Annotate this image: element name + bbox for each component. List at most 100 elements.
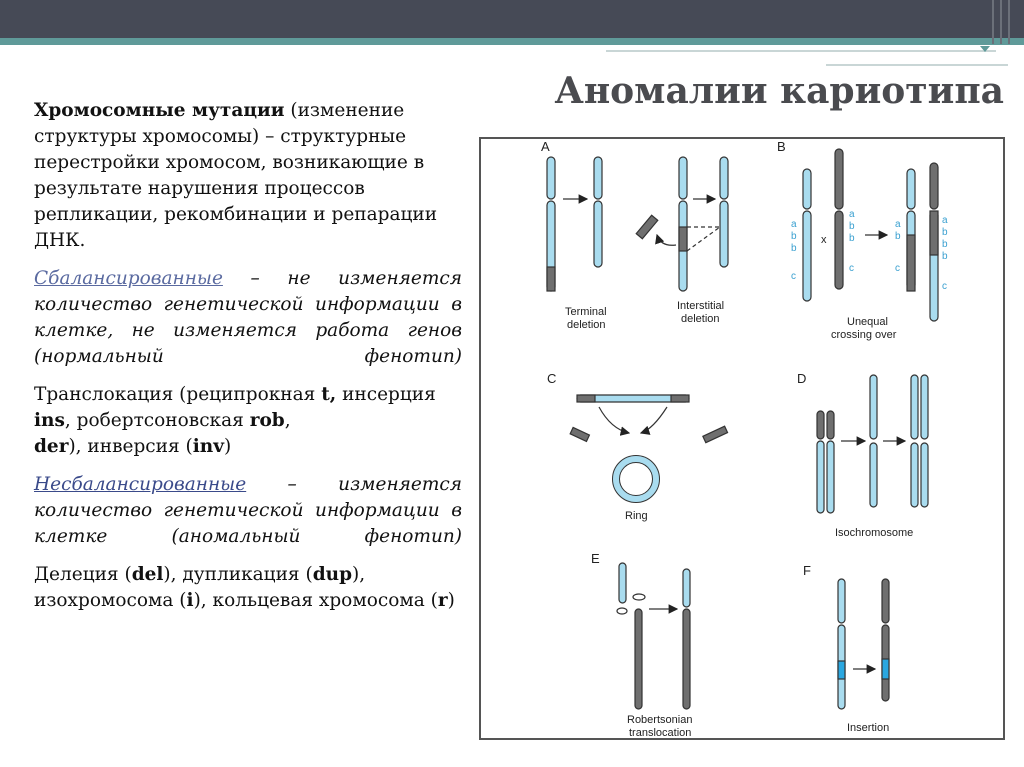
chromosome-arm (720, 157, 728, 199)
chromosome-arm (803, 169, 811, 209)
inserted-segment (882, 659, 889, 679)
segment-label-b: b (895, 231, 901, 242)
code-t: t, (321, 384, 336, 405)
segment-label-a: a (942, 215, 948, 226)
top-banner (0, 0, 1024, 38)
chromosome-segment (671, 395, 689, 402)
code-del: del (132, 564, 164, 585)
caption-deletion: deletion (567, 319, 606, 331)
chromosome-segment (907, 235, 915, 291)
segment-label-b: b (791, 231, 797, 242)
unbalanced-paragraph: Несбалансированные – изменяется количест… (34, 472, 462, 550)
segment-label-b: b (942, 227, 948, 238)
decor-vline-2 (1000, 0, 1002, 44)
excised-fragment (636, 215, 658, 239)
intro-paragraph: Хромосомные мутации (изменение структуры… (34, 98, 462, 254)
chromosome-arm (838, 579, 845, 623)
panel-letter-b: B (777, 139, 786, 154)
caption-terminal: Terminal (565, 306, 607, 318)
chromosome-arm (720, 201, 728, 267)
unbalanced-list-text: ) (448, 590, 455, 611)
arrow-icon (657, 235, 676, 245)
panel-letter-f: F (803, 563, 811, 578)
segment-label-c: c (942, 281, 947, 292)
chromosome-arm (882, 579, 889, 623)
balanced-list-text: , (285, 410, 291, 431)
code-i: i (187, 590, 194, 611)
unbalanced-list-text: ), дупликация ( (163, 564, 312, 585)
panel-letter-c: C (547, 371, 556, 386)
chromosome-segment-deleted (547, 267, 555, 291)
unbalanced-term: Несбалансированные (34, 474, 246, 495)
excised-fragment (703, 426, 728, 442)
excised-fragment (570, 427, 589, 441)
chromosome-arm (911, 375, 918, 439)
segment-label-c: c (895, 263, 900, 274)
chromosome-arm (594, 157, 602, 199)
chromosome-arm (635, 609, 642, 709)
chromosome-arm (835, 149, 843, 209)
code-inv: inv (193, 436, 224, 457)
code-rob: rob (250, 410, 285, 431)
inserted-segment (838, 661, 845, 679)
segment-label-b: b (791, 243, 797, 254)
balanced-list-text: , робертсоновская (65, 410, 250, 431)
top-accent-bar (0, 38, 1024, 45)
balanced-list-text: ) (224, 436, 231, 457)
chromosome-aberrations-figure: A Terminal deletion Interstitial deletio… (479, 137, 1005, 740)
chromosome-segment-deleted (679, 227, 687, 251)
unbalanced-list-text: Делеция ( (34, 564, 132, 585)
chromosome-arm (683, 609, 690, 709)
panel-letter-e: E (591, 551, 600, 566)
unbalanced-list: Делеция (del), дупликация (dup), изохром… (34, 562, 462, 614)
code-der: der (34, 436, 68, 457)
chromosome-arm (835, 211, 843, 289)
segment-label-a: a (849, 209, 855, 220)
chromosome-segment (577, 395, 595, 402)
panel-letter-d: D (797, 371, 806, 386)
balanced-list-text: инсерция (336, 384, 436, 405)
caption-interstitial: Interstitial (677, 300, 724, 312)
satellite (633, 594, 645, 600)
chromosome-arm (803, 211, 811, 301)
segment-label-c: c (849, 263, 854, 274)
chromosomal-mutations-term: Хромосомные мутации (34, 100, 284, 121)
caption-insertion: Insertion (847, 722, 889, 734)
chromosome-arm (817, 411, 824, 439)
chromosome-arm (594, 201, 602, 267)
balanced-term: Сбалансированные (34, 268, 223, 289)
balanced-list-text: Транслокация (реципрокная (34, 384, 321, 405)
chromosome-arm (921, 375, 928, 439)
caption-deletion: deletion (681, 313, 720, 325)
caption-ring: Ring (625, 510, 648, 522)
chromosome-arm (683, 569, 690, 607)
chromosome-arm (827, 411, 834, 439)
crossover-x-label: x (821, 234, 827, 246)
decor-stripe-2 (826, 64, 1008, 66)
code-dup: dup (313, 564, 352, 585)
satellite (617, 608, 627, 614)
chromosome-arm (921, 443, 928, 507)
segment-label-b: b (942, 239, 948, 250)
balanced-list-text: ), инверсия ( (68, 436, 192, 457)
chromosome-arm (827, 441, 834, 513)
arrow-icon (599, 407, 629, 433)
slide-title: Аномалии кариотипа (555, 70, 1005, 112)
body-text: Хромосомные мутации (изменение структуры… (34, 98, 462, 626)
chromosome-arm (911, 443, 918, 507)
chromosome-arm (870, 375, 877, 439)
segment-label-a: a (791, 219, 797, 230)
intro-definition: (изменение структуры хромосомы) – структ… (34, 100, 437, 251)
segment-label-c: c (791, 271, 796, 282)
decor-vline-3 (1008, 0, 1010, 44)
code-r: r (438, 590, 448, 611)
balanced-paragraph: Сбалансированные – не изменяется количес… (34, 266, 462, 370)
segment-label-a: a (895, 219, 901, 230)
decor-stripe-1 (606, 50, 996, 52)
caption-isochromosome: Isochromosome (835, 527, 913, 539)
figure-svg: A Terminal deletion Interstitial deletio… (481, 139, 1003, 738)
unbalanced-list-text: ), кольцевая хромосома ( (194, 590, 438, 611)
decor-arrow-icon (980, 46, 990, 52)
chromosome-arm (679, 157, 687, 199)
caption-robertsonian: Robertsonian (627, 714, 692, 726)
